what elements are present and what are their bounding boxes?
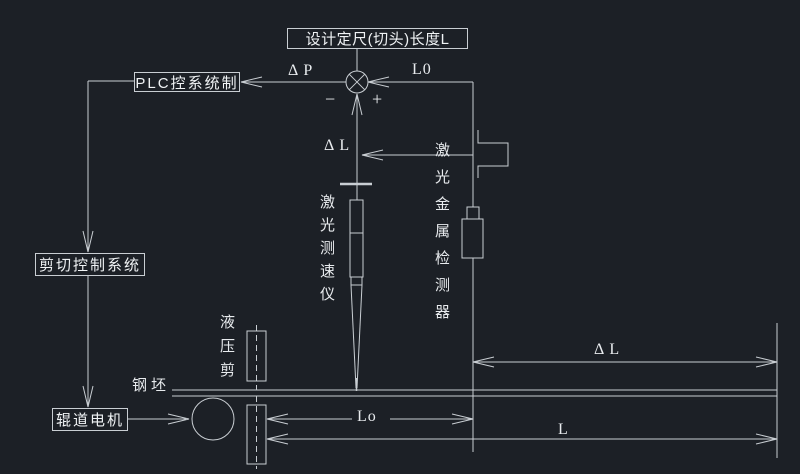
l-dim-label: L (558, 421, 569, 438)
steel-billet-label: 钢坯 (132, 377, 171, 394)
lo-dimension (266, 413, 474, 425)
l0-arrow (367, 76, 473, 88)
plc-control-box: PLC控系统制 (134, 72, 240, 92)
delta-l-dimension (472, 356, 778, 368)
delta-p-arrow (240, 76, 346, 88)
motor-to-roller-arrow (127, 413, 190, 425)
lo-dim-label: Lo (357, 408, 377, 425)
design-length-box: 设计定尺(切头)长度L (287, 28, 468, 49)
minus-sign: − (325, 89, 336, 109)
laser-velocimeter-icon (340, 182, 372, 391)
steel-billet-bar (172, 389, 777, 397)
plus-sign: + (372, 89, 383, 109)
shear-control-to-motor-line (82, 275, 94, 408)
l0-label: L0 (412, 61, 432, 78)
laser-metal-detector-label: 激光金属检测器 (433, 142, 450, 331)
delta-l-dim-label: Δ L (594, 341, 621, 358)
hydraulic-shear-icon (246, 325, 267, 469)
plc-to-shear-control-line (82, 80, 134, 253)
delta-p-label: Δ P (288, 62, 314, 79)
laser-metal-detector-icon (461, 82, 509, 452)
roller-motor-box: 辊道电机 (52, 408, 128, 431)
delta-l-feedback-label: Δ L (324, 137, 351, 154)
summing-junction-icon (345, 70, 369, 94)
velocimeter-feedback-line (351, 93, 363, 183)
roller-icon (191, 397, 235, 441)
shear-control-box: 剪切控制系统 (35, 253, 145, 276)
l-dimension (266, 433, 778, 445)
laser-velocimeter-label: 激光测速仪 (318, 194, 335, 309)
hydraulic-shear-label: 液压剪 (218, 314, 235, 386)
delta-l-feedback-arrow (361, 149, 473, 161)
